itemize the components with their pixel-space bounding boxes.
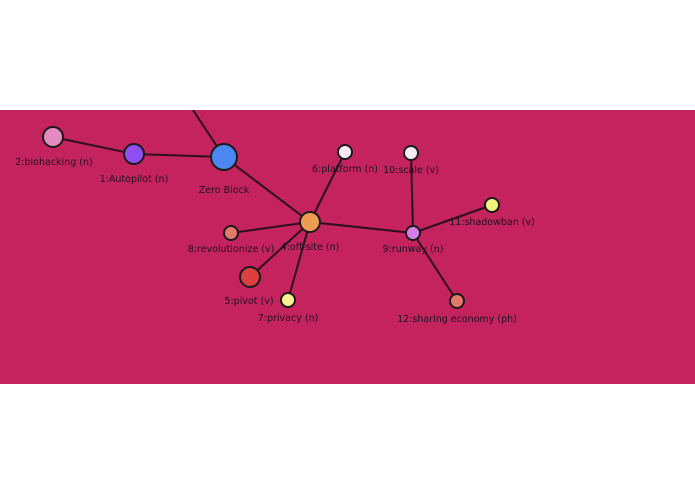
edge-off-site-to-revolutionize: [230, 221, 311, 234]
node-privacy[interactable]: [280, 292, 296, 308]
edge-runway-to-sharing-economy: [412, 232, 458, 302]
node-label-runway: 9:runway (n): [383, 244, 444, 255]
node-label-biohacking: 2:biohacking (n): [15, 157, 92, 168]
node-label-sharing-economy: 12:sharing economy (ph): [397, 314, 517, 325]
edge-zero-block-to-off-site: [223, 156, 311, 223]
edge-autopilot-to-zero-block: [133, 153, 225, 158]
node-biohacking[interactable]: [42, 126, 64, 148]
labels-layer: Zero Block 1:Autopilot (n) 2:biohacking (n…: [15, 157, 535, 325]
node-label-zero-block: Zero Block: [199, 185, 250, 196]
node-label-shadowban: 11:shadowban (v): [449, 217, 535, 228]
edge-runway-to-scale: [410, 152, 414, 234]
nodes-layer: [42, 126, 500, 309]
node-label-pivot: 5:pivot (v): [224, 296, 273, 307]
node-shadowban[interactable]: [484, 197, 500, 213]
node-autopilot[interactable]: [123, 143, 145, 165]
node-off-site[interactable]: [299, 211, 321, 233]
edge-off-site-to-privacy: [287, 221, 311, 301]
node-label-autopilot: 1:Autopilot (n): [100, 174, 169, 185]
edge-off-site-to-platform: [309, 151, 346, 223]
node-label-scale: 10:scale (v): [383, 165, 439, 176]
node-label-privacy: 7:privacy (n): [258, 313, 319, 324]
node-label-revolutionize: 8:revolutionize (v): [188, 244, 275, 255]
node-scale[interactable]: [403, 145, 419, 161]
edge-biohacking-to-autopilot: [52, 136, 135, 155]
node-runway[interactable]: [405, 225, 421, 241]
node-platform[interactable]: [337, 144, 353, 160]
edge-runway-to-shadowban: [412, 204, 493, 234]
node-sharing-economy[interactable]: [449, 293, 465, 309]
node-zero-block[interactable]: [210, 143, 238, 171]
edge-off-site-to-pivot: [249, 221, 311, 278]
node-pivot[interactable]: [239, 266, 261, 288]
edge-off-site-to-runway: [309, 221, 414, 234]
edges-layer: [52, 110, 493, 302]
node-label-platform: 6:platform (n): [312, 164, 378, 175]
node-revolutionize[interactable]: [223, 225, 239, 241]
node-label-off-site: 4:off-site (n): [281, 242, 340, 253]
